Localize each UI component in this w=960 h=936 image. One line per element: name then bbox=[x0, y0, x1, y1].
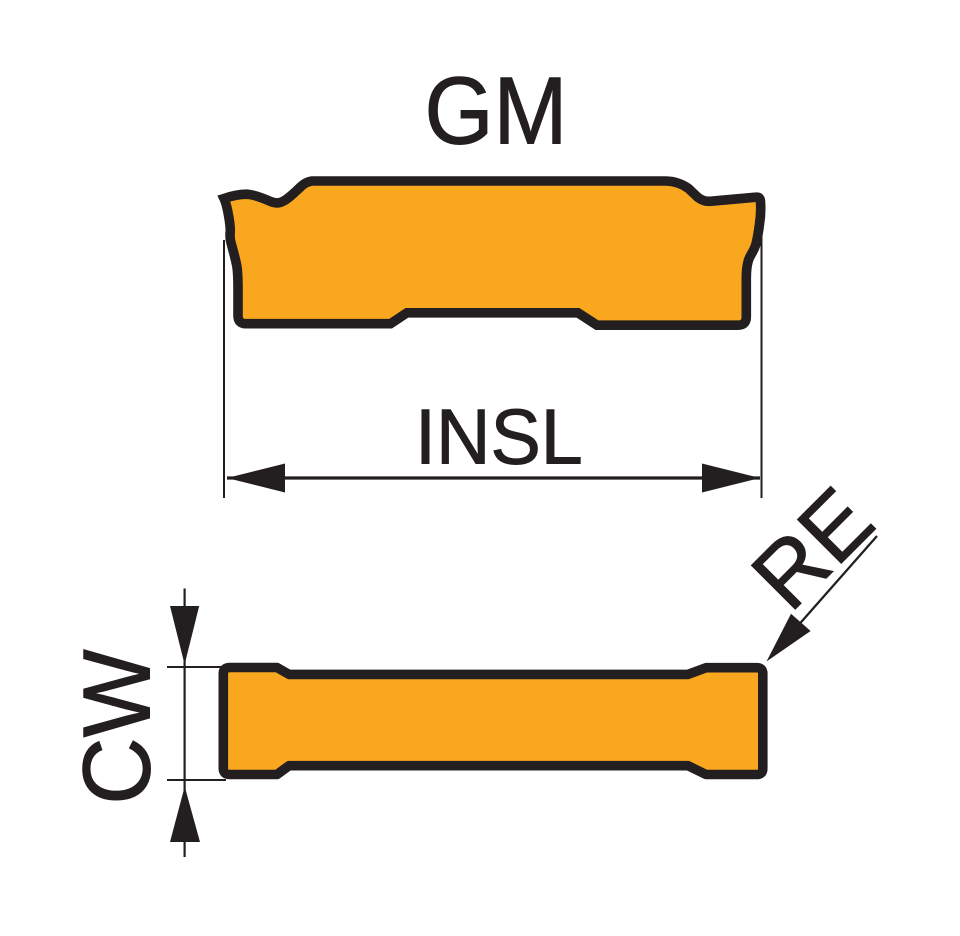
svg-text:GM: GM bbox=[425, 58, 568, 165]
svg-text:INSL: INSL bbox=[415, 393, 583, 481]
svg-text:CW: CW bbox=[63, 649, 170, 805]
